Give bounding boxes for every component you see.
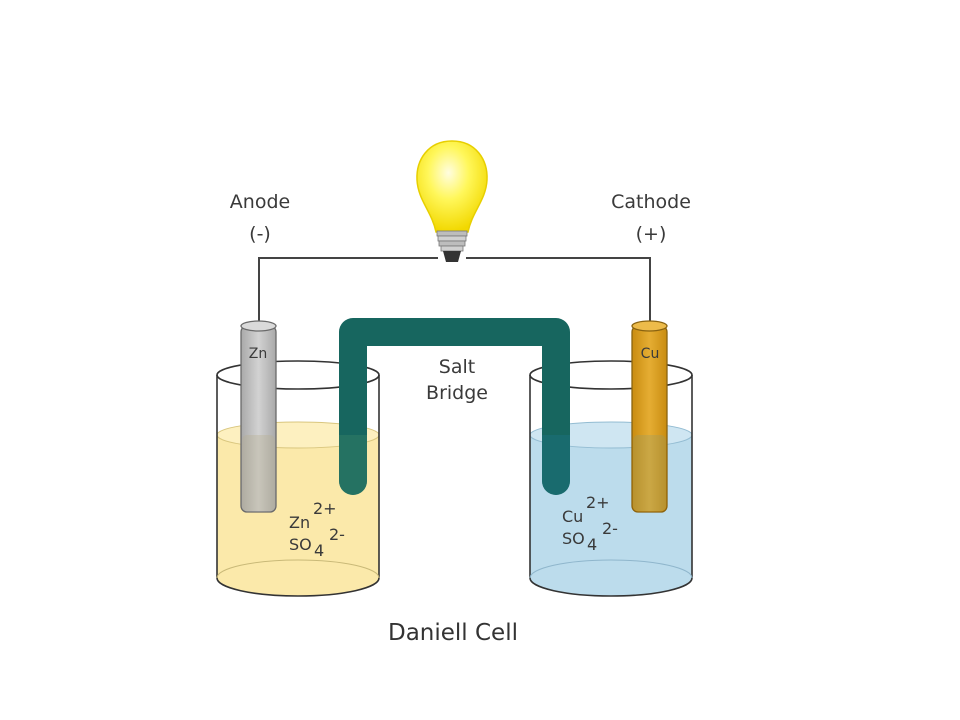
sulfate-charge-right: 2- — [602, 519, 618, 538]
salt-bridge-label-line2: Bridge — [426, 382, 488, 404]
cathode-sign: (+) — [636, 223, 667, 245]
left-solution-ions: Zn 2+ SO 4 2- — [289, 499, 345, 560]
zinc-ion: Zn — [289, 513, 310, 532]
copper-ion: Cu — [562, 507, 583, 526]
sulfate-charge-left: 2- — [329, 525, 345, 544]
copper-electrode-label: Cu — [641, 346, 660, 362]
zinc-electrode — [240, 320, 277, 513]
sulfate-subscript-left: 4 — [314, 541, 324, 560]
sulfate-ion-left: SO — [289, 535, 312, 554]
cathode-label: Cathode — [611, 191, 691, 213]
anode-label: Anode — [230, 191, 290, 213]
right-solution-ions: Cu 2+ SO 4 2- — [562, 493, 618, 554]
sulfate-ion-right: SO — [562, 529, 585, 548]
external-circuit-wire — [258, 257, 651, 323]
zinc-electrode-label: Zn — [249, 346, 267, 362]
salt-bridge-label-line1: Salt — [439, 356, 475, 378]
diagram-title: Daniell Cell — [388, 620, 518, 646]
sulfate-subscript-right: 4 — [587, 535, 597, 554]
copper-ion-charge: 2+ — [586, 493, 610, 512]
salt-bridge — [339, 318, 570, 495]
zinc-ion-charge: 2+ — [313, 499, 337, 518]
anode-sign: (-) — [249, 223, 271, 245]
copper-electrode — [631, 320, 668, 513]
light-bulb-icon — [416, 140, 488, 262]
